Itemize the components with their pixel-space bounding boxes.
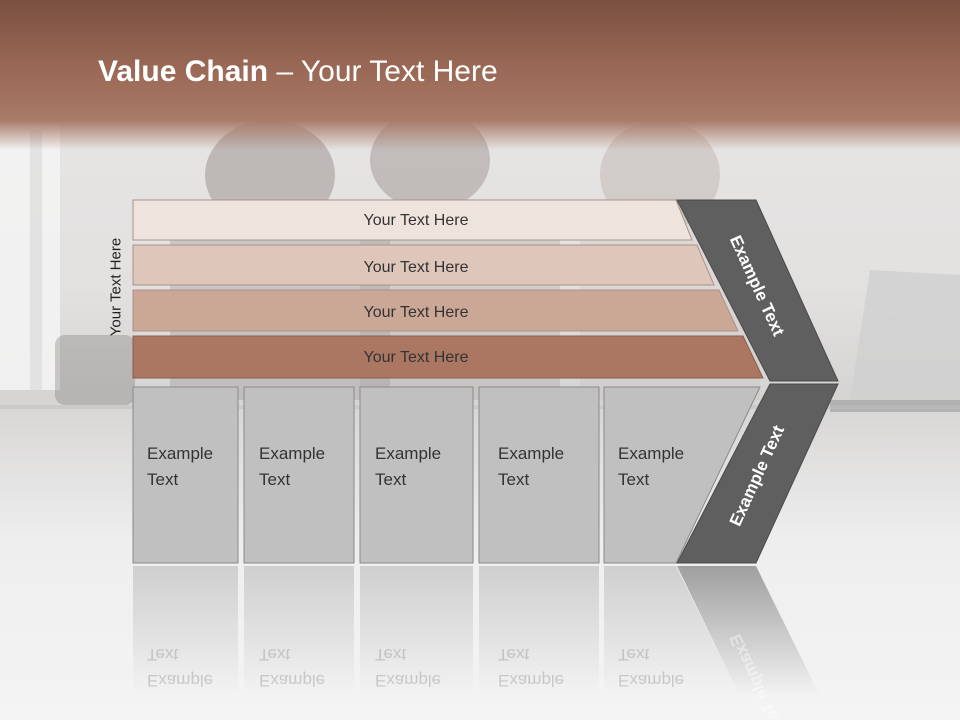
band-1: [132, 199, 693, 241]
activity-box-1: [132, 386, 239, 564]
diagram-reflection: Example Text Example Text Example Text E…: [133, 566, 820, 720]
box-3-line-2: Text: [375, 470, 406, 489]
box-4-line-2: Text: [498, 470, 529, 489]
reflection-box-3-line-1: Example: [375, 671, 441, 690]
band-2: [132, 244, 715, 286]
reflection-box-5-line-2: Text: [618, 645, 649, 664]
activity-box-2: [243, 386, 355, 564]
reflection-box-1-line-1: Example: [147, 671, 213, 690]
box-1-line-1: Example: [147, 444, 213, 463]
reflection-box-3-line-2: Text: [375, 645, 406, 664]
chevron-top: [676, 199, 839, 382]
slide-title: Value Chain – Your Text Here: [98, 55, 498, 89]
box-2-line-2: Text: [259, 470, 290, 489]
box-1-line-2: Text: [147, 470, 178, 489]
title-bold: Value Chain: [98, 55, 269, 88]
box-5-line-1: Example: [618, 444, 684, 463]
box-5-line-2: Text: [618, 470, 649, 489]
band-4-label: Your Text Here: [364, 349, 469, 366]
box-3-line-1: Example: [375, 444, 441, 463]
band-4: [132, 335, 764, 379]
box-4-line-1: Example: [498, 444, 564, 463]
reflection-box-2-line-2: Text: [259, 645, 290, 664]
band-3-label: Your Text Here: [364, 304, 469, 321]
reflection-box-1-line-2: Text: [147, 645, 178, 664]
reflection-box-5-line-1: Example: [618, 671, 684, 690]
band-2-label: Your Text Here: [364, 259, 469, 276]
reflection-box-4-line-1: Example: [498, 671, 564, 690]
band-1-label: Your Text Here: [364, 212, 469, 229]
reflection-box-4-line-2: Text: [498, 645, 529, 664]
header-bar: [0, 0, 960, 150]
activity-box-4: [478, 386, 600, 564]
reflection-box-2-line-1: Example: [259, 671, 325, 690]
title-rest: – Your Text Here: [268, 55, 498, 88]
band-3: [132, 289, 739, 332]
box-2-line-1: Example: [259, 444, 325, 463]
chevron-bottom: [676, 383, 839, 564]
activity-box-5: [603, 386, 761, 564]
activity-box-3: [359, 386, 474, 564]
